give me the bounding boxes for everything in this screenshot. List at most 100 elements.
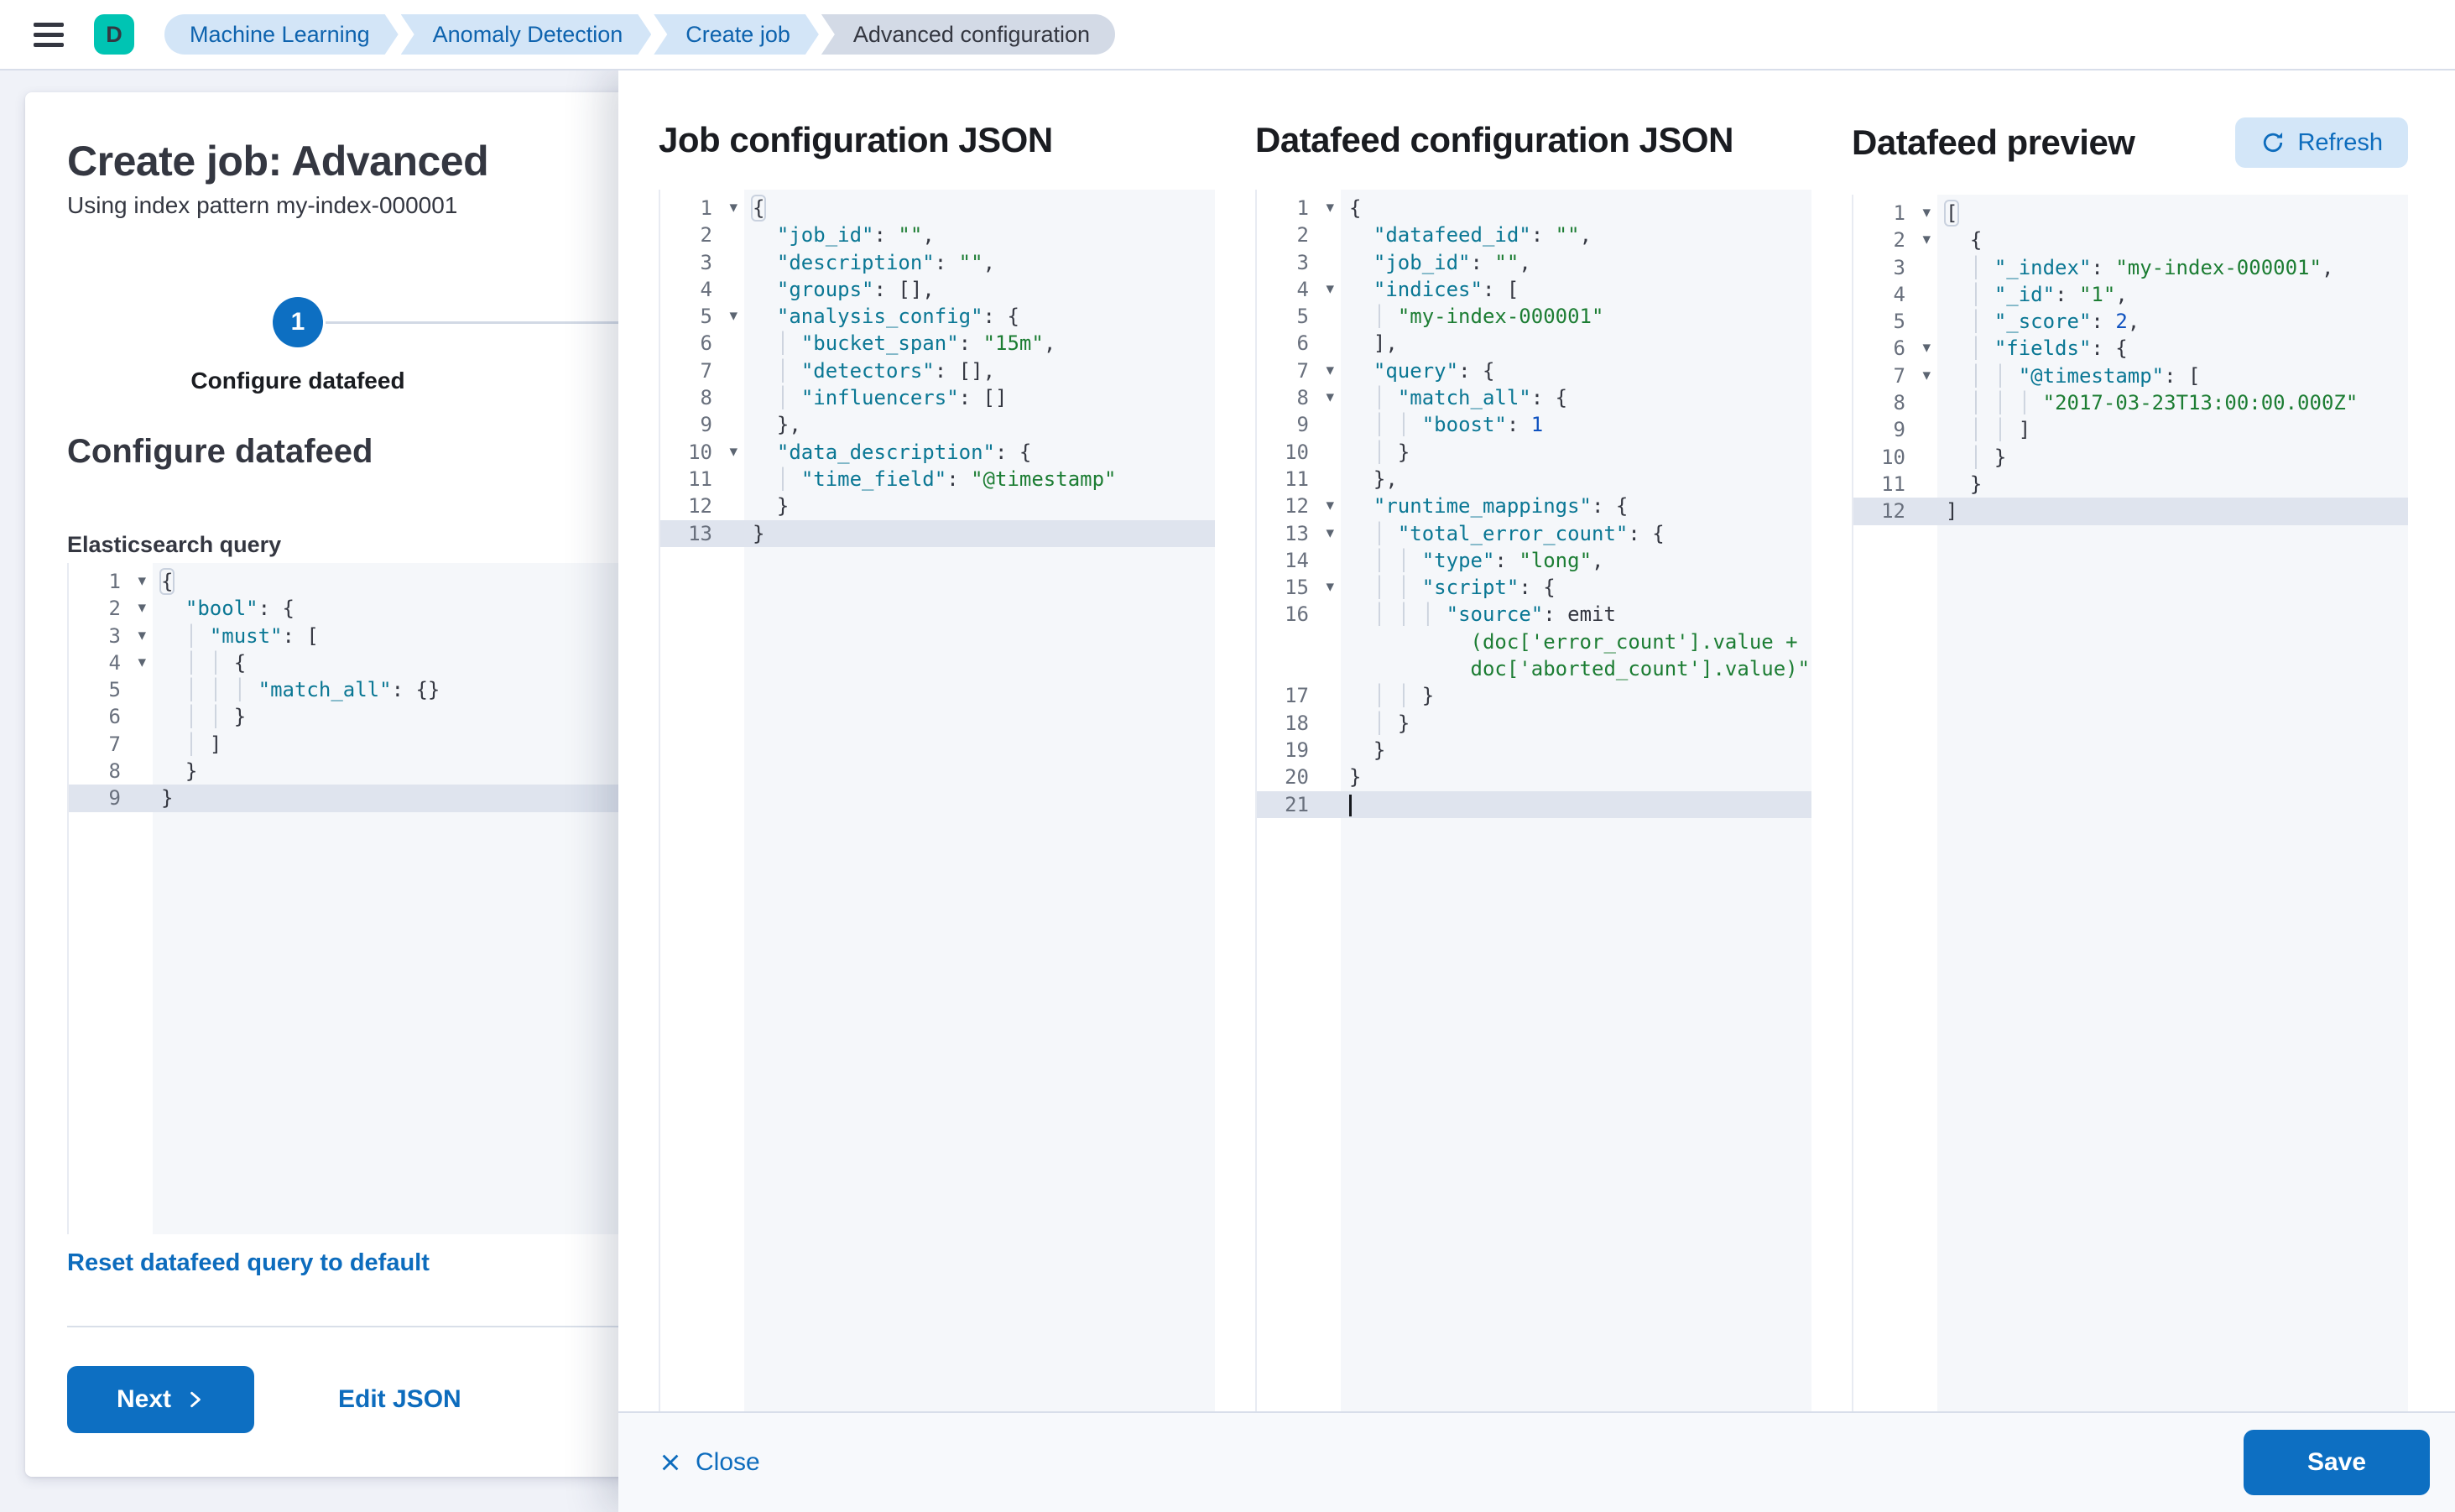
line-number: 9	[1893, 418, 1905, 442]
datafeed-preview-editor[interactable]: 1▾[2▾ {3 │ "_index": "my-index-000001",4…	[1852, 195, 2408, 1411]
create-job-wizard-panel: Create job: Advanced Using index pattern…	[25, 92, 642, 1477]
code-line: 8▾ │ "match_all": {	[1257, 384, 1811, 411]
line-number: 6	[108, 705, 121, 729]
line-number: 9	[700, 413, 712, 437]
datafeed-configuration-column: Datafeed configuration JSON 1▾{2 "datafe…	[1255, 117, 1811, 1411]
line-number: 1▾	[660, 195, 744, 222]
code-line-wrap: doc['aborted_count'].value)"	[1470, 657, 1811, 681]
code-line: 16 │ │ │ "source": emit	[1257, 601, 1811, 628]
code-line: 18 │ }	[1257, 710, 1811, 737]
fold-arrow-icon[interactable]: ▾	[1326, 198, 1334, 216]
line-number: 2▾	[1853, 227, 1937, 253]
code-line: 1▾[	[1853, 200, 2408, 227]
code-line: 8 }	[69, 758, 633, 785]
reset-datafeed-query-link[interactable]: Reset datafeed query to default	[67, 1249, 430, 1276]
datafeed-preview-column: Datafeed preview Refresh 1▾[2▾ {3 │ "_in…	[1852, 117, 2408, 1411]
datafeed-preview-title: Datafeed preview	[1852, 123, 2135, 162]
line-number: 1▾	[69, 568, 153, 595]
breadcrumb-create-job[interactable]: Create job	[654, 14, 819, 55]
line-number: 4	[1893, 282, 1905, 306]
line-number: 3▾	[69, 623, 153, 649]
line-number: 21	[1285, 792, 1309, 816]
line-number: 8	[1893, 391, 1905, 415]
line-number: 20	[1285, 765, 1309, 790]
fold-arrow-icon[interactable]: ▾	[729, 441, 738, 461]
code-line: 4 "groups": [],	[660, 276, 1215, 303]
line-number: 4▾	[1257, 276, 1341, 303]
avatar[interactable]: D	[94, 14, 134, 55]
section-heading: Configure datafeed	[67, 433, 373, 470]
chevron-right-icon	[186, 1389, 205, 1410]
line-number: 4▾	[69, 649, 153, 676]
code-line: 7 │ "detectors": [],	[660, 357, 1215, 384]
line-number: 5	[108, 678, 121, 702]
close-button[interactable]: Close	[659, 1448, 760, 1477]
refresh-button[interactable]: Refresh	[2235, 117, 2408, 168]
code-line: 11 │ "time_field": "@timestamp"	[660, 466, 1215, 493]
fold-arrow-icon[interactable]: ▾	[729, 198, 738, 216]
code-line: 13}	[660, 519, 1215, 547]
code-line: 11 },	[1257, 466, 1811, 493]
line-number: 11	[688, 467, 712, 491]
fold-arrow-icon[interactable]: ▾	[1922, 203, 1931, 222]
line-number: 12	[1881, 499, 1905, 524]
code-line-wrap: (doc['error_count'].value +	[1470, 629, 1798, 654]
fold-arrow-icon[interactable]: ▾	[1922, 365, 1931, 384]
menu-icon[interactable]	[34, 22, 64, 47]
code-line: 11 }	[1853, 471, 2408, 498]
breadcrumb-anomaly-detection[interactable]: Anomaly Detection	[401, 14, 652, 55]
code-line: 5 │ "_score": 2,	[1853, 308, 2408, 335]
page-title: Create job: Advanced	[67, 138, 489, 185]
code-line: 13▾ │ "total_error_count": {	[1257, 520, 1811, 547]
line-number: 1▾	[1853, 200, 1937, 227]
step-1-circle[interactable]: 1	[273, 297, 323, 347]
code-line: 9 │ │ ]	[1853, 416, 2408, 443]
fold-arrow-icon[interactable]: ▾	[138, 598, 146, 618]
breadcrumb-machine-learning[interactable]: Machine Learning	[164, 14, 399, 55]
fold-arrow-icon[interactable]: ▾	[1326, 360, 1334, 379]
line-number: 5	[1893, 310, 1905, 334]
edit-json-button[interactable]: Edit JSON	[338, 1385, 461, 1413]
fold-arrow-icon[interactable]: ▾	[1326, 279, 1334, 298]
code-line: 7 │ ]	[69, 731, 633, 758]
line-number: 18	[1285, 711, 1309, 735]
datafeed-configuration-editor[interactable]: 1▾{2 "datafeed_id": "",3 "job_id": "",4▾…	[1255, 190, 1811, 1411]
code-line: 6 │ │ }	[69, 703, 633, 730]
index-pattern-subtitle: Using index pattern my-index-000001	[67, 192, 458, 218]
job-configuration-title: Job configuration JSON	[659, 120, 1053, 159]
line-number: 16	[1285, 602, 1309, 627]
line-number: 3	[1893, 255, 1905, 279]
fold-arrow-icon[interactable]: ▾	[1326, 496, 1334, 515]
code-line: 1▾{	[69, 568, 633, 595]
fold-arrow-icon[interactable]: ▾	[1326, 577, 1334, 597]
line-number: 2	[700, 223, 712, 248]
fold-arrow-icon[interactable]: ▾	[1922, 338, 1931, 357]
line-number: 10	[1285, 440, 1309, 464]
fold-arrow-icon[interactable]: ▾	[1326, 388, 1334, 407]
save-button[interactable]: Save	[2244, 1430, 2430, 1495]
job-configuration-column: Job configuration JSON 1▾{2 "job_id": ""…	[659, 117, 1215, 1411]
code-line: 7▾ │ │ "@timestamp": [	[1853, 362, 2408, 389]
line-number: 11	[1881, 472, 1905, 496]
elasticsearch-query-editor[interactable]: 1▾{2▾ "bool": {3▾ │ "must": [4▾ │ │ {5 │…	[67, 563, 633, 1234]
fold-arrow-icon[interactable]: ▾	[1326, 523, 1334, 542]
elasticsearch-query-label: Elasticsearch query	[67, 532, 282, 557]
code-line: 6▾ │ "fields": {	[1853, 335, 2408, 362]
fold-arrow-icon[interactable]: ▾	[138, 571, 146, 590]
code-line: 17 │ │ }	[1257, 682, 1811, 709]
code-line: 1▾{	[660, 195, 1215, 222]
line-number: 19	[1285, 738, 1309, 762]
edit-json-flyout: Job configuration JSON 1▾{2 "job_id": ""…	[618, 70, 2455, 1512]
refresh-button-label: Refresh	[2297, 128, 2383, 156]
refresh-icon	[2260, 130, 2286, 155]
fold-arrow-icon[interactable]: ▾	[138, 625, 146, 644]
job-configuration-editor[interactable]: 1▾{2 "job_id": "",3 "description": "",4 …	[659, 190, 1215, 1411]
fold-arrow-icon[interactable]: ▾	[1922, 230, 1931, 249]
close-button-label: Close	[696, 1448, 760, 1476]
fold-arrow-icon[interactable]: ▾	[138, 652, 146, 671]
fold-arrow-icon[interactable]: ▾	[729, 306, 738, 326]
next-button[interactable]: Next	[67, 1366, 254, 1433]
line-number: 13▾	[1257, 520, 1341, 547]
